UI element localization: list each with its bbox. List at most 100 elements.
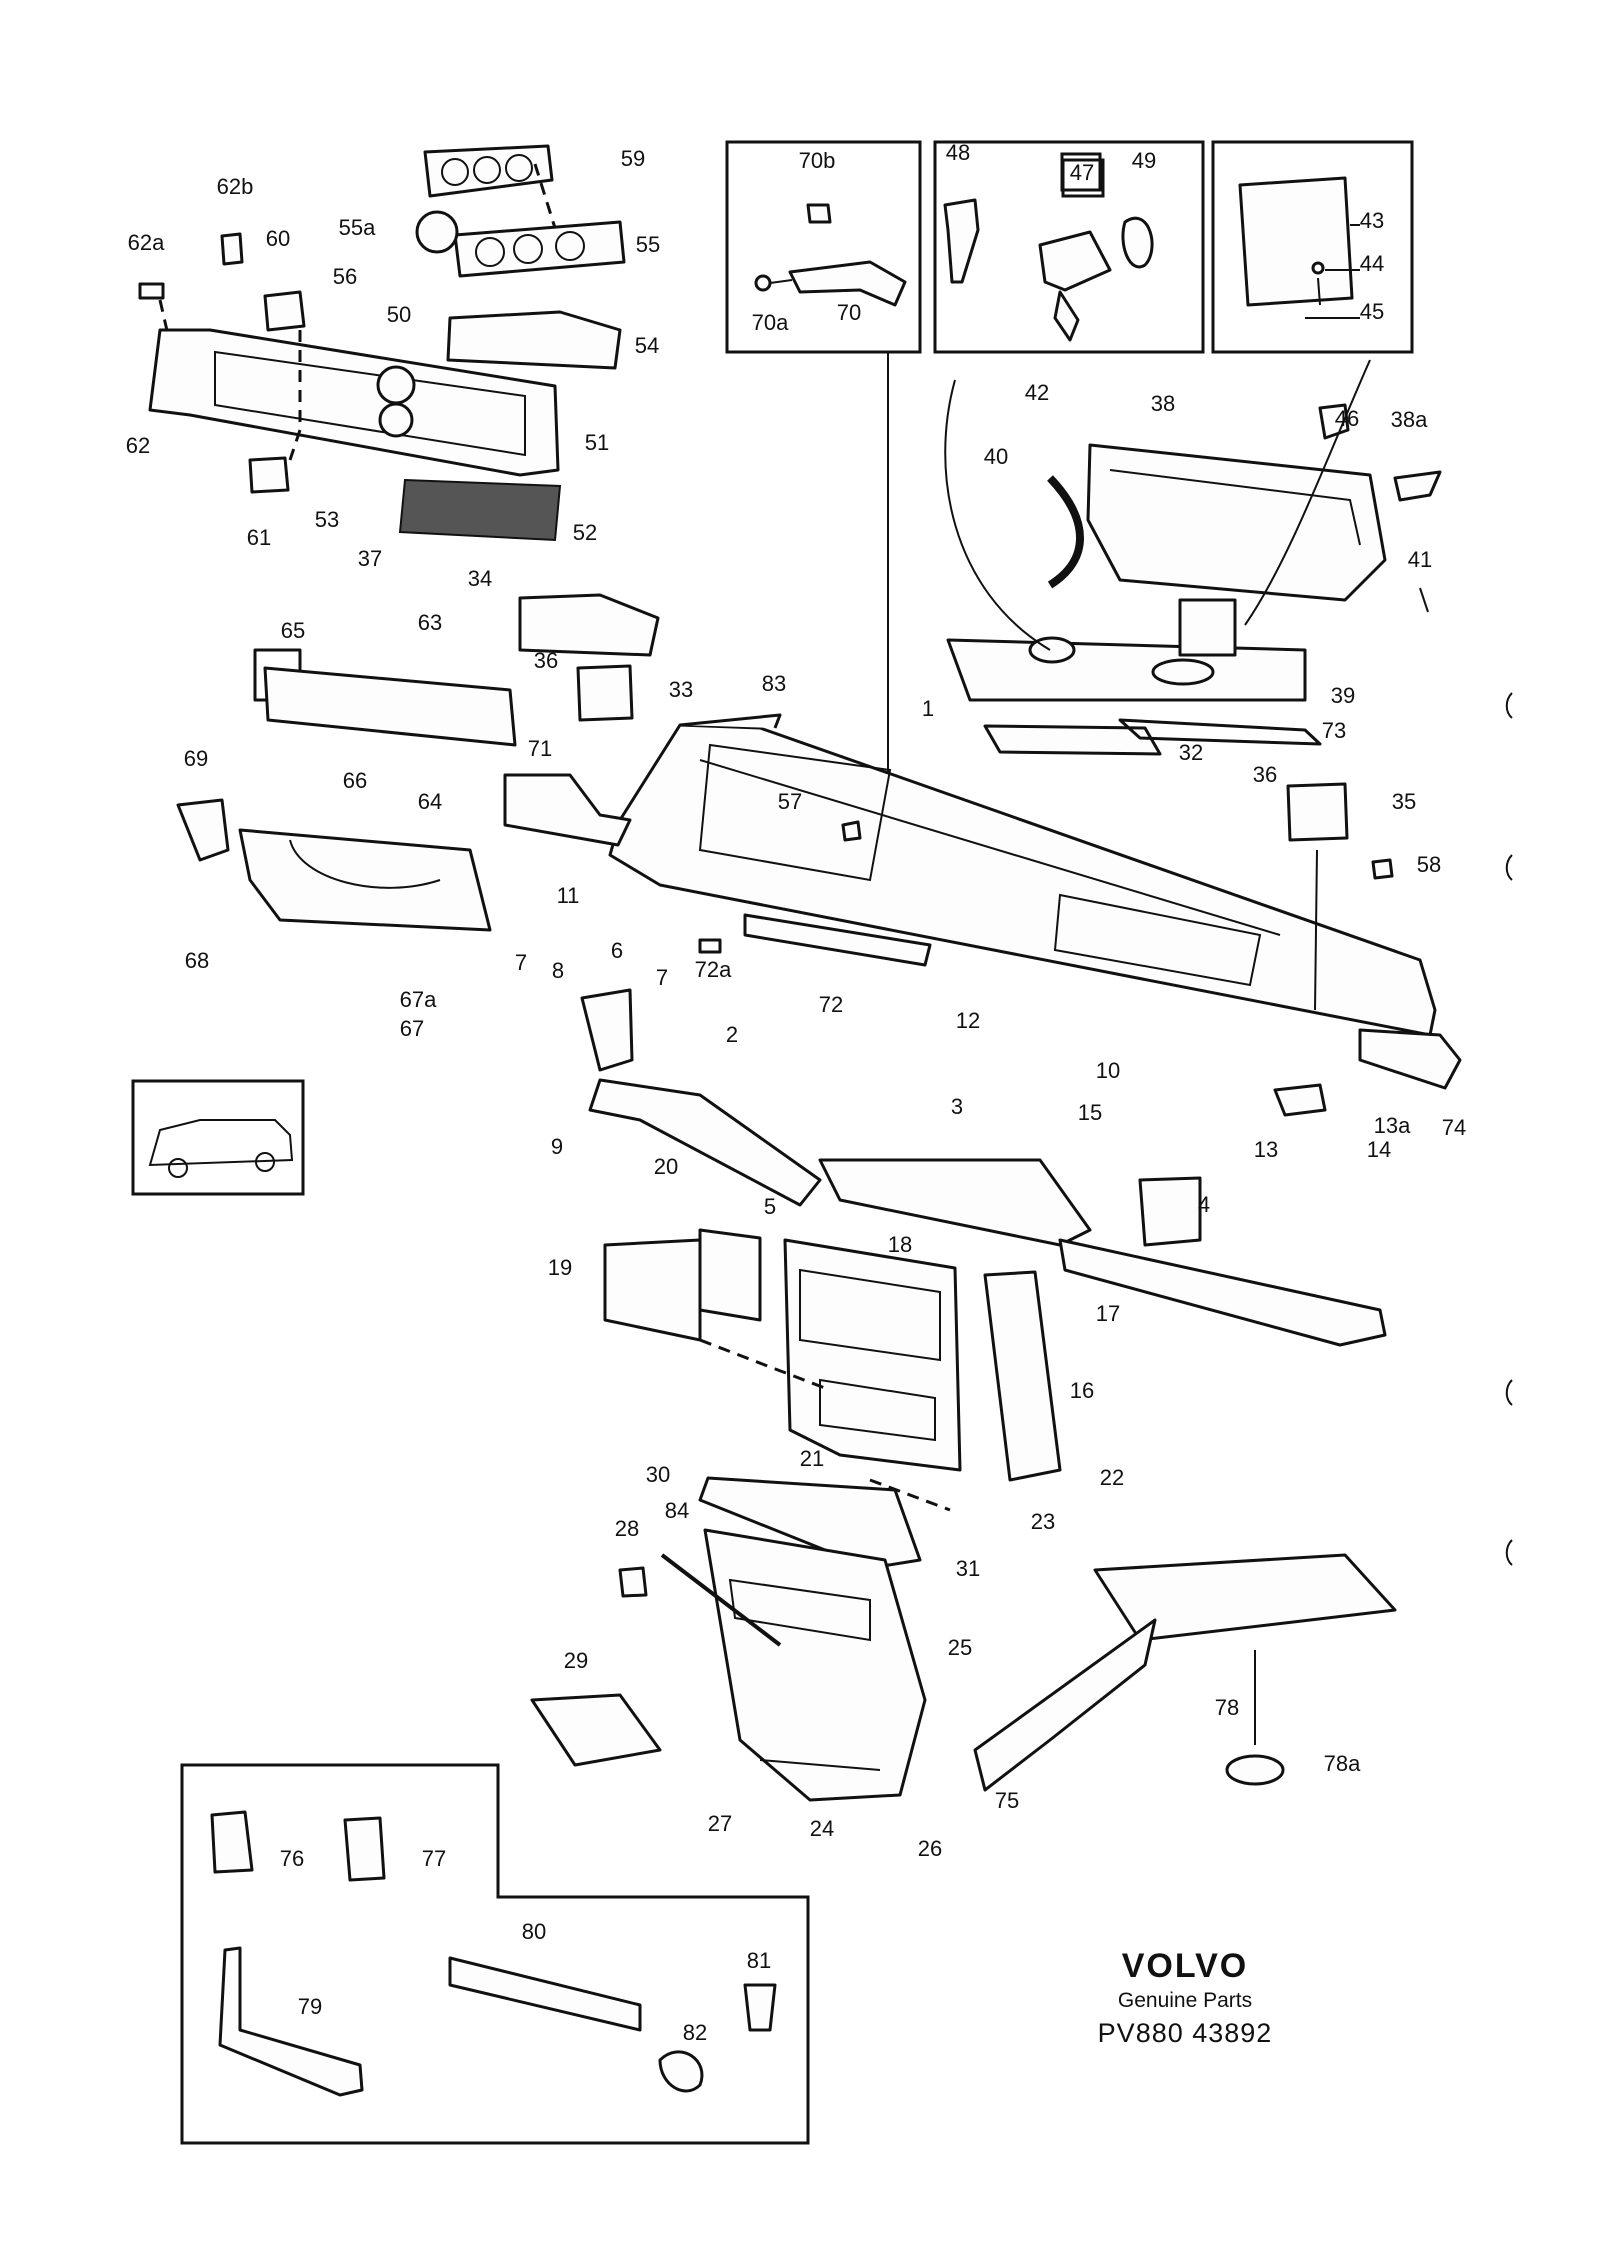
callout-62a: 62a — [128, 230, 165, 255]
callout-7: 7 — [656, 965, 668, 990]
callout-46: 46 — [1335, 406, 1359, 431]
callout-50: 50 — [387, 302, 411, 327]
callout-36: 36 — [1253, 762, 1277, 787]
callout-81: 81 — [747, 1948, 771, 1973]
callout-22: 22 — [1100, 1465, 1124, 1490]
inset-box-ignition — [933, 140, 1205, 354]
callout-48: 48 — [946, 140, 970, 165]
callout-35: 35 — [1392, 789, 1416, 814]
callout-12: 12 — [956, 1008, 980, 1033]
callout-69: 69 — [184, 746, 208, 771]
callout-30: 30 — [646, 1462, 670, 1487]
callout-68: 68 — [185, 948, 209, 973]
callout-23: 23 — [1031, 1509, 1055, 1534]
callout-3: 3 — [951, 1094, 963, 1119]
callout-72: 72 — [819, 992, 843, 1017]
callout-38: 38 — [1151, 391, 1175, 416]
callout-55a: 55a — [339, 215, 376, 240]
callout-76: 76 — [280, 1846, 304, 1871]
callout-78: 78 — [1215, 1695, 1239, 1720]
callout-55: 55 — [636, 232, 660, 257]
callout-box-47 — [1060, 152, 1102, 192]
callout-24: 24 — [810, 1816, 834, 1841]
callout-67: 67 — [400, 1016, 424, 1041]
callout-70a: 70a — [752, 310, 789, 335]
instrument-panel-group — [138, 144, 626, 542]
callout-18: 18 — [888, 1232, 912, 1257]
callout-11: 11 — [557, 883, 580, 908]
callout-7: 7 — [515, 950, 527, 975]
callout-51: 51 — [585, 430, 609, 455]
callout-80: 80 — [522, 1919, 546, 1944]
callout-36: 36 — [534, 648, 558, 673]
callout-66: 66 — [343, 768, 367, 793]
callout-44: 44 — [1360, 251, 1384, 276]
callout-47: 47 — [1070, 160, 1094, 185]
inset-box-bracket — [725, 140, 922, 850]
callout-19: 19 — [548, 1255, 572, 1280]
callout-17: 17 — [1096, 1301, 1120, 1326]
callout-27: 27 — [708, 1811, 732, 1836]
callout-41: 41 — [1408, 547, 1432, 572]
callout-8: 8 — [552, 958, 564, 983]
callout-42: 42 — [1025, 380, 1049, 405]
callout-20: 20 — [654, 1154, 678, 1179]
callout-15: 15 — [1078, 1100, 1102, 1125]
callout-6: 6 — [611, 938, 623, 963]
dashboard-main — [176, 593, 1462, 1090]
callout-74: 74 — [1442, 1115, 1466, 1140]
callout-13: 13 — [1254, 1137, 1278, 1162]
callout-4: 4 — [1198, 1192, 1210, 1217]
callout-79: 79 — [298, 1994, 322, 2019]
callout-21: 21 — [800, 1446, 824, 1471]
callout-10: 10 — [1096, 1058, 1120, 1083]
callout-67a: 67a — [400, 987, 437, 1012]
callout-13a: 13a — [1374, 1113, 1411, 1138]
lower-console — [530, 1476, 1397, 1802]
callout-60: 60 — [266, 226, 290, 251]
callout-62b: 62b — [217, 174, 254, 199]
callout-61: 61 — [247, 525, 271, 550]
callout-5: 5 — [764, 1194, 776, 1219]
callout-58: 58 — [1417, 852, 1441, 877]
callout-59: 59 — [621, 146, 645, 171]
callout-78a: 78a — [1324, 1751, 1361, 1776]
callout-84: 84 — [665, 1498, 689, 1523]
callout-2: 2 — [726, 1022, 738, 1047]
callout-49: 49 — [1132, 148, 1156, 173]
callout-73: 73 — [1322, 718, 1346, 743]
callout-63: 63 — [418, 610, 442, 635]
callout-71: 71 — [528, 736, 552, 761]
callout-52: 52 — [573, 520, 597, 545]
callout-33: 33 — [669, 677, 693, 702]
callout-38a: 38a — [1391, 407, 1428, 432]
callout-14: 14 — [1367, 1137, 1391, 1162]
callout-37: 37 — [358, 546, 382, 571]
part-code: PV880 43892 — [1098, 2018, 1273, 2048]
callout-70b: 70b — [799, 148, 836, 173]
callout-62: 62 — [126, 433, 150, 458]
callout-72a: 72a — [695, 957, 732, 982]
inset-box-mirror — [1211, 140, 1414, 354]
callout-32: 32 — [1179, 740, 1203, 765]
callout-29: 29 — [564, 1648, 588, 1673]
callout-9: 9 — [551, 1134, 563, 1159]
callout-39: 39 — [1331, 683, 1355, 708]
support-frame — [580, 988, 1387, 1512]
callout-77: 77 — [422, 1846, 446, 1871]
callout-82: 82 — [683, 2020, 707, 2045]
glovebox-group — [944, 359, 1442, 756]
callout-1: 1 — [922, 696, 934, 721]
callout-25: 25 — [948, 1635, 972, 1660]
callout-16: 16 — [1070, 1378, 1094, 1403]
callout-28: 28 — [615, 1516, 639, 1541]
callout-34: 34 — [468, 566, 492, 591]
callout-83: 83 — [762, 671, 786, 696]
callout-45: 45 — [1360, 299, 1384, 324]
callout-65: 65 — [281, 618, 305, 643]
callout-64: 64 — [418, 789, 442, 814]
callout-75: 75 — [995, 1788, 1019, 1813]
brand-tagline: Genuine Parts — [1118, 1989, 1252, 2012]
